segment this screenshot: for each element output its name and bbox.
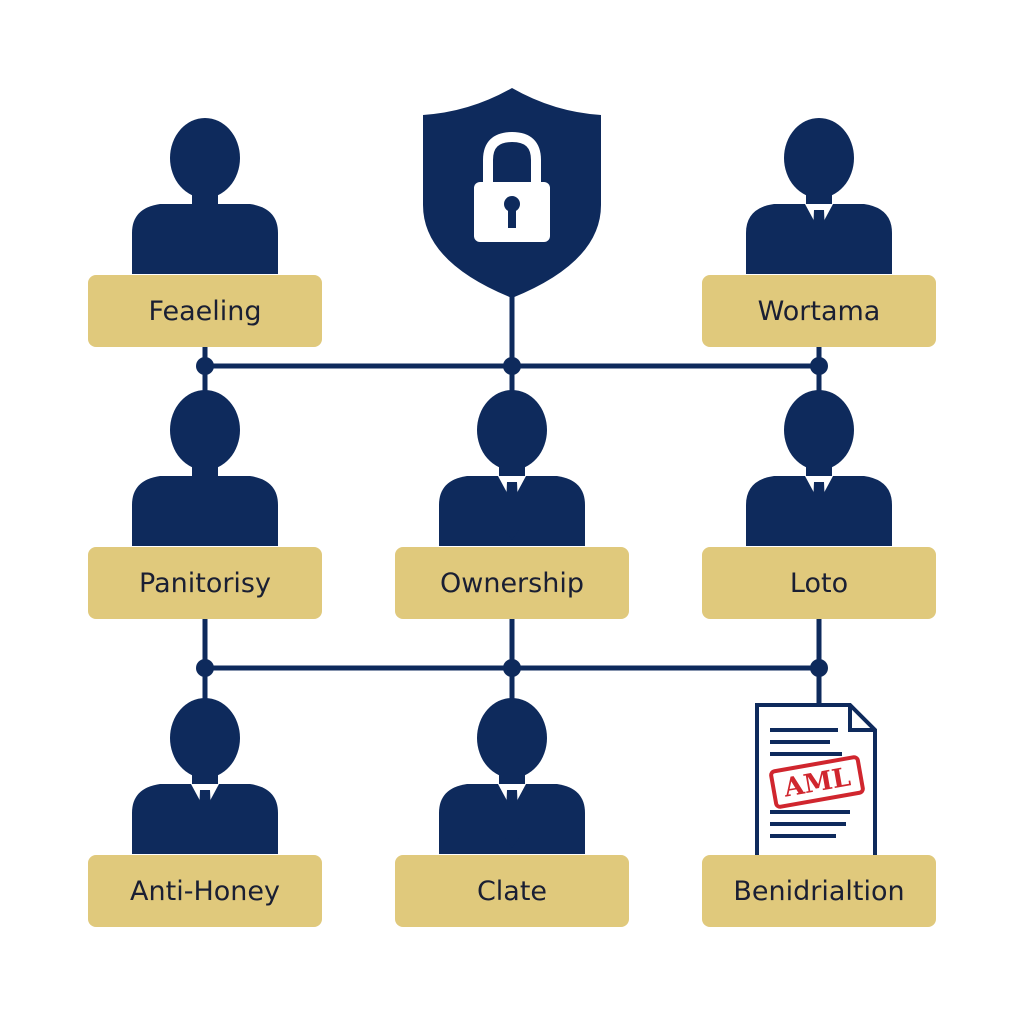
shield-lock-icon <box>423 88 601 298</box>
aml-stamp: AML <box>769 755 865 809</box>
node-label-panitorisy: Panitorisy <box>88 547 322 619</box>
node-label-text: Benidrialtion <box>733 875 905 907</box>
node-label-text: Panitorisy <box>139 567 271 599</box>
businessman-icon <box>439 698 585 854</box>
node-label-text: Anti-Honey <box>130 875 280 907</box>
node-label-text: Loto <box>789 567 849 599</box>
node-label-text: Wortama <box>757 295 881 327</box>
node-label-text: Clate <box>476 875 548 907</box>
connector-dots <box>196 357 828 677</box>
businessman-icon <box>746 118 892 274</box>
person-silhouette-icon <box>132 390 278 546</box>
node-label-wortama: Wortama <box>702 275 936 347</box>
node-label-text: Feaeling <box>148 295 262 327</box>
businessman-icon <box>132 698 278 854</box>
node-label-text: Ownership <box>440 567 584 599</box>
node-label-ownership: Ownership <box>395 547 629 619</box>
person-silhouette-icon <box>132 118 278 274</box>
businessman-icon <box>439 390 585 546</box>
businessman-icon <box>746 390 892 546</box>
document-icon: AML <box>755 703 877 860</box>
node-label-loto: Loto <box>702 547 936 619</box>
node-label-antihoney: Anti-Honey <box>88 855 322 927</box>
node-label-feaeling: Feaeling <box>88 275 322 347</box>
node-label-clate: Clate <box>395 855 629 927</box>
node-label-benidrialtion: Benidrialtion <box>702 855 936 927</box>
